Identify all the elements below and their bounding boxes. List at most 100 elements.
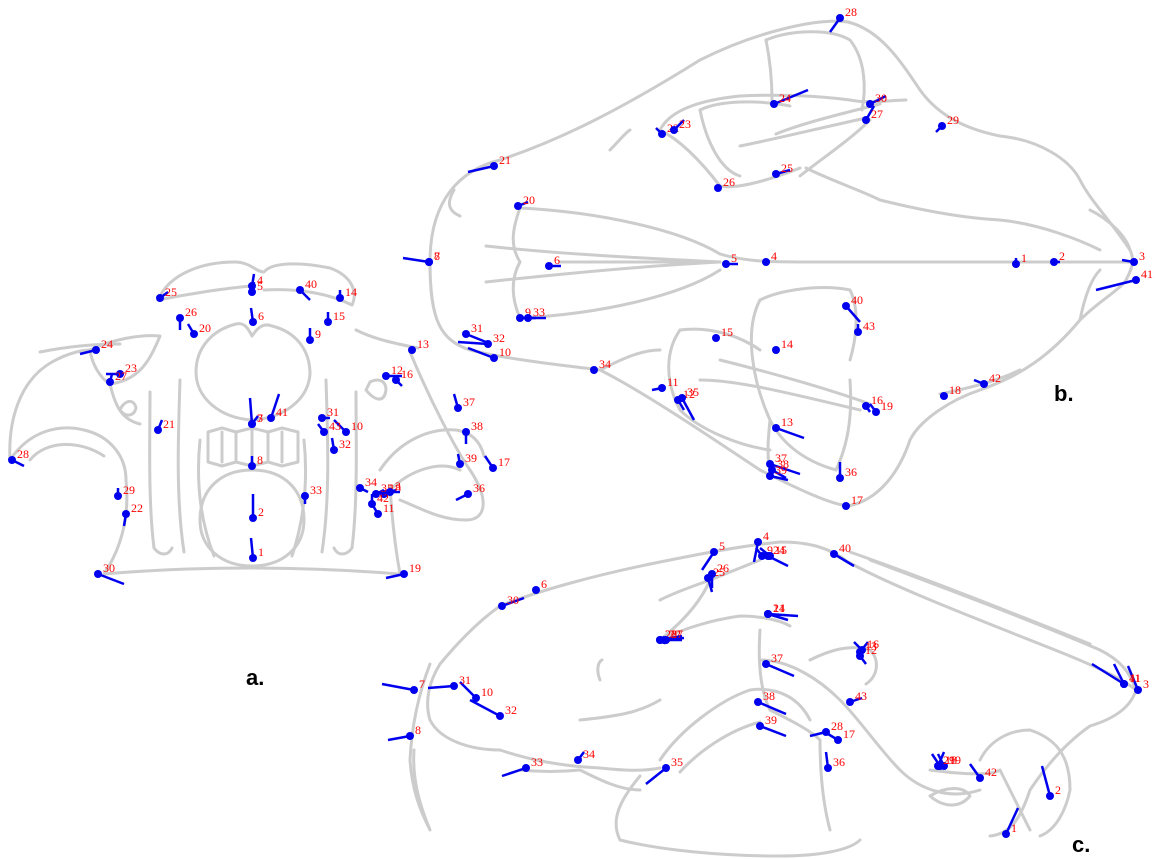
panel-a-landmark-3-number: 3 xyxy=(257,411,263,425)
panel-a-landmark-42-number: 42 xyxy=(377,491,389,505)
panel-a-landmark-24-number: 24 xyxy=(101,337,113,351)
panel-c-landmark-25-number: 25 xyxy=(713,565,725,579)
panel-c-landmark-24-number: 24 xyxy=(773,543,785,557)
panel-b-landmark-27-dot xyxy=(862,116,870,124)
panel-a-landmark-3-number: 3 xyxy=(395,479,401,493)
panel-c-landmark-35-vector xyxy=(645,767,667,785)
panel-c-landmark-37-number: 37 xyxy=(771,651,783,665)
panel-c-landmark-32: 32 xyxy=(469,698,517,720)
panel-b-landmark-43-dot xyxy=(854,328,862,336)
panel-b-landmark-38-number: 38 xyxy=(777,457,789,471)
panel-a-landmark-30-number: 30 xyxy=(103,561,115,575)
panel-b-landmarks: 1234567891011121314151617181920212223242… xyxy=(402,5,1153,510)
panel-c-landmark-8: 8 xyxy=(387,723,421,742)
panel-c-landmark-25: 25 xyxy=(704,565,725,593)
panel-a-landmark-14-number: 14 xyxy=(345,285,357,299)
panel-a-landmark-7-dot xyxy=(248,420,256,428)
panel-a-landmark-7-number: 7 xyxy=(257,411,263,425)
panel-a-landmark-25-number: 25 xyxy=(165,285,177,299)
panel-a-landmark-22-number: 22 xyxy=(131,501,143,515)
panel-c-landmark-14-number: 14 xyxy=(773,601,785,615)
panel-b-landmark-18-dot xyxy=(940,392,948,400)
panel-b-landmark-2: 2 xyxy=(1050,249,1065,266)
panel-b-landmark-27-number: 27 xyxy=(871,107,883,121)
panel-c-landmark-41-number: 41 xyxy=(1129,671,1141,685)
panel-c-landmark-31: 31 xyxy=(427,673,471,690)
panel-a-landmark-30-vector xyxy=(97,572,125,586)
panel-b-skull-outline xyxy=(428,19,1134,508)
panel-c-landmark-27: 27 xyxy=(662,627,683,645)
panel-b-landmark-28: 28 xyxy=(828,5,857,33)
panel-c-landmark-40: 40 xyxy=(830,541,855,568)
panel-c-landmark-2: 2 xyxy=(1040,765,1061,800)
panel-b-landmark-21-vector xyxy=(467,164,495,174)
panel-b-landmark-30-dot xyxy=(866,100,874,108)
panel-c-landmark-18-number: 18 xyxy=(945,753,957,767)
panel-a-landmark-25-dot xyxy=(156,294,164,302)
panel-a-landmark-21-dot xyxy=(154,426,162,434)
panel-c-landmark-29-number: 29 xyxy=(943,753,955,767)
panel-c-landmark-3-number: 3 xyxy=(1143,677,1149,691)
panel-b-landmark-15: 15 xyxy=(712,325,733,342)
panel-b-landmark-42-dot xyxy=(980,380,988,388)
panel-a-landmark-41-vector xyxy=(269,393,281,419)
panel-b-landmark-4-number: 4 xyxy=(771,249,777,263)
panel-b-landmark-40-number: 40 xyxy=(851,293,863,307)
panel-b-landmark-20-number: 20 xyxy=(523,193,535,207)
panel-b-landmark-11-dot xyxy=(658,384,666,392)
panel-b-landmark-18-number: 18 xyxy=(949,383,961,397)
panel-a-landmark-6: 6 xyxy=(249,307,264,326)
panel-b-landmark-40-dot xyxy=(842,302,850,310)
panel-b-landmark-43: 43 xyxy=(854,319,875,336)
panel-a-landmark-3-dot xyxy=(386,488,394,496)
panel-b-landmark-26-dot xyxy=(714,184,722,192)
panel-c-landmark-24: 24 xyxy=(764,543,789,568)
panel-a-landmark-40-number: 40 xyxy=(305,277,317,291)
panel-b-landmark-32-number: 32 xyxy=(493,331,505,345)
panel-b-landmark-40: 40 xyxy=(842,293,863,323)
panel-a-landmark-9: 9 xyxy=(306,327,321,344)
panel-b-landmark-35-vector xyxy=(680,397,696,421)
panel-a-landmark-39-number: 39 xyxy=(465,451,477,465)
panel-c-landmark-35-number: 35 xyxy=(671,755,683,769)
panel-c-landmark-10-number: 10 xyxy=(481,685,493,699)
panel-a-landmark-1-number: 1 xyxy=(258,545,264,559)
panel-b-landmark-20-dot xyxy=(514,202,522,210)
panel-c-landmark-37-dot xyxy=(762,660,770,668)
panel-c-landmark-31-vector xyxy=(427,684,455,690)
panel-b-landmark-7-number: 7 xyxy=(434,249,440,263)
panel-b-landmark-21-number: 21 xyxy=(499,153,511,167)
panel-c-landmark-33-dot xyxy=(522,764,530,772)
panel-b-landmark-9-dot xyxy=(516,314,524,322)
panel-a-landmark-37: 37 xyxy=(452,393,475,412)
panel-label-b: b. xyxy=(1054,381,1074,406)
panel-b-landmark-13-vector xyxy=(775,426,805,440)
panel-c-landmark-15-number: 15 xyxy=(775,543,787,557)
panel-b-landmark-19-dot xyxy=(872,408,880,416)
panel-b-landmark-17-dot xyxy=(842,502,850,510)
panel-b-landmark-33-number: 33 xyxy=(533,305,545,319)
panel-a-landmark-28-dot xyxy=(8,456,16,464)
panel-a-landmark-33-number: 33 xyxy=(310,483,322,497)
panel-a-landmark-40: 40 xyxy=(296,277,317,301)
panel-b-landmark-18: 18 xyxy=(940,383,961,400)
panel-c-landmark-35: 35 xyxy=(645,755,683,785)
panel-a-landmark-36: 36 xyxy=(455,481,485,502)
panel-a-landmark-21: 21 xyxy=(154,417,175,434)
panel-a-landmark-5-dot xyxy=(248,288,256,296)
panel-a-landmark-16: 16 xyxy=(392,367,413,387)
panel-a-landmark-40-dot xyxy=(296,286,304,294)
panel-a-landmark-13-number: 13 xyxy=(417,337,429,351)
panel-b-landmark-41-dot xyxy=(1132,276,1140,284)
panel-a-landmark-31: 31 xyxy=(318,405,339,422)
panel-a-landmark-26: 26 xyxy=(176,305,197,330)
panel-a-landmark-2-dot xyxy=(249,514,257,522)
panel-a-landmark-26-number: 26 xyxy=(185,305,197,319)
panel-b-landmark-37-number: 37 xyxy=(775,451,787,465)
panel-a-landmark-27-dot xyxy=(106,378,114,386)
panel-c-landmark-21-number: 21 xyxy=(773,601,785,615)
panel-c-landmark-37-vector xyxy=(765,662,795,678)
panel-c-landmark-41-dot xyxy=(1120,680,1128,688)
panel-c-landmark-36-dot xyxy=(824,764,832,772)
